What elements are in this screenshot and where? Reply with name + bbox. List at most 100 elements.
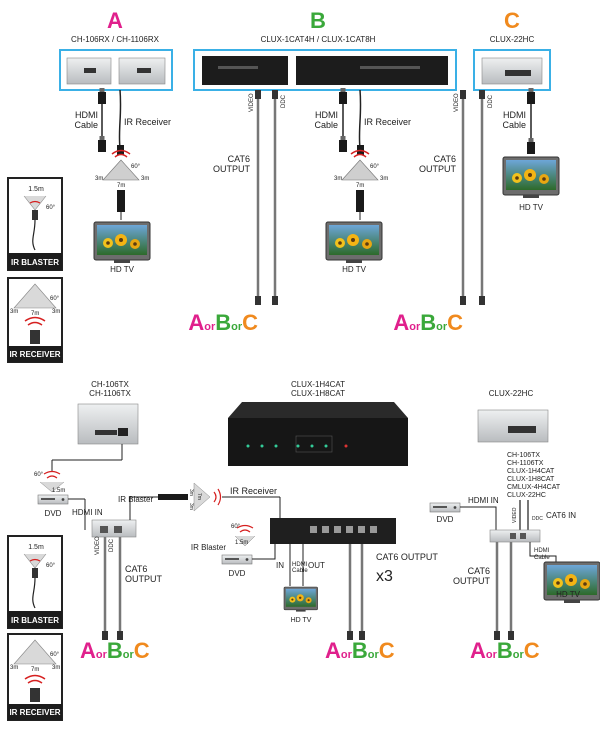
svg-text:IR RECEIVER: IR RECEIVER bbox=[9, 708, 60, 717]
cone-b-angle: 60° bbox=[370, 164, 380, 170]
svg-text:AorBorC: AorBorC bbox=[393, 310, 463, 335]
model-b: CLUX-1CAT4H / CLUX-1CAT8H bbox=[261, 35, 376, 44]
ir-receiver-b: IR Receiver bbox=[364, 117, 411, 127]
svg-text:DDC: DDC bbox=[109, 538, 115, 552]
ir-blaster-left: IR Blaster bbox=[118, 495, 153, 504]
cat6-left-2: OUTPUT bbox=[125, 574, 163, 584]
abc-top-b: AorBorC bbox=[188, 310, 258, 335]
b-mid-model-2: CLUX-1H8CAT bbox=[291, 389, 345, 398]
svg-text:VIDEO: VIDEO bbox=[95, 536, 101, 555]
svg-text:3m: 3m bbox=[10, 309, 18, 315]
right-list-4: CMLUX-4H4CAT bbox=[507, 484, 561, 491]
hdmi-cable-b-1: HDMI bbox=[315, 110, 338, 120]
hdmi-in-left: HDMI IN bbox=[72, 508, 103, 517]
ir-blaster-title-top: IR BLASTER bbox=[11, 258, 59, 267]
tv-b bbox=[325, 221, 383, 264]
letter-a: A bbox=[107, 8, 123, 33]
tv-b-label: HD TV bbox=[342, 265, 367, 274]
b-left-model-1: CH-106TX bbox=[91, 380, 129, 389]
cone-a-center: 7m bbox=[117, 183, 125, 189]
tv-a-label: HD TV bbox=[110, 265, 135, 274]
tv-mid bbox=[283, 586, 318, 612]
svg-text:AorBorC: AorBorC bbox=[80, 638, 150, 663]
device-clux1h4cat bbox=[228, 402, 408, 466]
in-label: IN bbox=[276, 561, 284, 570]
b-mid-model-1: CLUX-1H4CAT bbox=[291, 380, 345, 389]
svg-text:7m: 7m bbox=[31, 311, 39, 317]
abc-bottom-right: AorBorC bbox=[470, 638, 540, 663]
svg-text:VIDEO: VIDEO bbox=[512, 507, 518, 523]
device-ch106tx bbox=[77, 403, 139, 445]
device-clux1h4cat-rear bbox=[270, 518, 396, 544]
device-clux1cat4h bbox=[202, 56, 288, 85]
device-clux1cat8h bbox=[296, 56, 448, 85]
cat6-right-2: OUTPUT bbox=[453, 576, 491, 586]
out-label: OUT bbox=[308, 561, 325, 570]
legend-ir-blaster-bottom: IR BLASTER 1.5m 60° bbox=[7, 535, 63, 629]
abc-top-c: AorBorC bbox=[393, 310, 463, 335]
c-video: VIDEO bbox=[454, 93, 460, 112]
svg-text:3m: 3m bbox=[188, 489, 194, 496]
ir-blaster-mid: IR Blaster bbox=[191, 543, 226, 552]
cone-b-right: 3m bbox=[380, 176, 388, 182]
b-cat6-1: CAT6 bbox=[228, 154, 250, 164]
svg-text:60°: 60° bbox=[50, 296, 60, 302]
svg-text:60°: 60° bbox=[50, 652, 60, 658]
cone-a-left: 3m bbox=[95, 176, 103, 182]
svg-text:Cable: Cable bbox=[292, 568, 308, 574]
model-a: CH-106RX / CH-1106RX bbox=[71, 35, 160, 44]
legend-ir-receiver-bottom: IR RECEIVER 60° 3m 7m 3m bbox=[7, 633, 63, 721]
svg-text:DDC: DDC bbox=[532, 516, 543, 522]
legend-ir-receiver-top: IR RECEIVER 60° 3m 7m 3m bbox=[7, 277, 63, 363]
model-c: CLUX-22HC bbox=[490, 35, 535, 44]
cat6-in-right: CAT6 IN bbox=[546, 511, 576, 520]
c-cat6-1: CAT6 bbox=[434, 154, 456, 164]
svg-text:60°: 60° bbox=[34, 472, 44, 478]
b-cat6-2: OUTPUT bbox=[213, 164, 251, 174]
legend-ir-blaster-top: IR BLASTER 1.5m 60° bbox=[7, 177, 63, 271]
hdmi-cable-a-1: HDMI bbox=[75, 110, 98, 120]
dvd-mid bbox=[221, 554, 253, 565]
hdmi-cable-a-2: Cable bbox=[74, 120, 98, 130]
svg-text:IR BLASTER: IR BLASTER bbox=[11, 616, 59, 625]
b-right-model: CLUX-22HC bbox=[489, 389, 534, 398]
svg-text:60°: 60° bbox=[46, 563, 56, 569]
dvd-left-label: DVD bbox=[45, 509, 62, 518]
svg-text:1.5m: 1.5m bbox=[28, 544, 44, 551]
tv-c bbox=[502, 156, 560, 199]
b-left-model-2: CH-1106TX bbox=[89, 389, 131, 398]
remote-b bbox=[356, 190, 364, 212]
right-list-5: CLUX-22HC bbox=[507, 492, 546, 499]
right-list-0: CH-106TX bbox=[507, 452, 540, 459]
svg-text:1.5m: 1.5m bbox=[28, 186, 44, 193]
dvd-left bbox=[37, 494, 69, 505]
cat6-left-1: CAT6 bbox=[125, 564, 147, 574]
svg-text:AorBorC: AorBorC bbox=[470, 638, 540, 663]
svg-text:3m: 3m bbox=[52, 309, 60, 315]
tv-mid-label: HD TV bbox=[291, 617, 312, 624]
svg-text:3m: 3m bbox=[10, 665, 18, 671]
c-cat6-2: OUTPUT bbox=[419, 164, 457, 174]
svg-text:Cable: Cable bbox=[534, 555, 550, 561]
svg-text:3m: 3m bbox=[188, 503, 194, 510]
svg-text:3m: 3m bbox=[52, 665, 60, 671]
hdmi-cable-b-2: Cable bbox=[314, 120, 338, 130]
svg-text:60°: 60° bbox=[46, 205, 56, 211]
ir-receiver-a: IR Receiver bbox=[124, 117, 171, 127]
x3-label: x3 bbox=[376, 568, 393, 585]
hdmi-cable-c-1: HDMI bbox=[503, 110, 526, 120]
tv-right-label: HD TV bbox=[556, 590, 581, 599]
svg-text:7m: 7m bbox=[196, 493, 202, 500]
svg-text:AorBorC: AorBorC bbox=[325, 638, 395, 663]
hdmi-in-right: HDMI IN bbox=[468, 496, 499, 505]
svg-text:60°: 60° bbox=[231, 524, 241, 530]
svg-text:AorBorC: AorBorC bbox=[188, 310, 258, 335]
tv-c-label: HD TV bbox=[519, 203, 544, 212]
hdmi-cable-c-2: Cable bbox=[502, 120, 526, 130]
right-list-3: CLUX-1H8CAT bbox=[507, 476, 555, 483]
svg-text:7m: 7m bbox=[31, 667, 39, 673]
b-ddc: DDC bbox=[281, 94, 287, 108]
cat6-right-1: CAT6 bbox=[468, 566, 490, 576]
dvd-right-label: DVD bbox=[437, 515, 454, 524]
